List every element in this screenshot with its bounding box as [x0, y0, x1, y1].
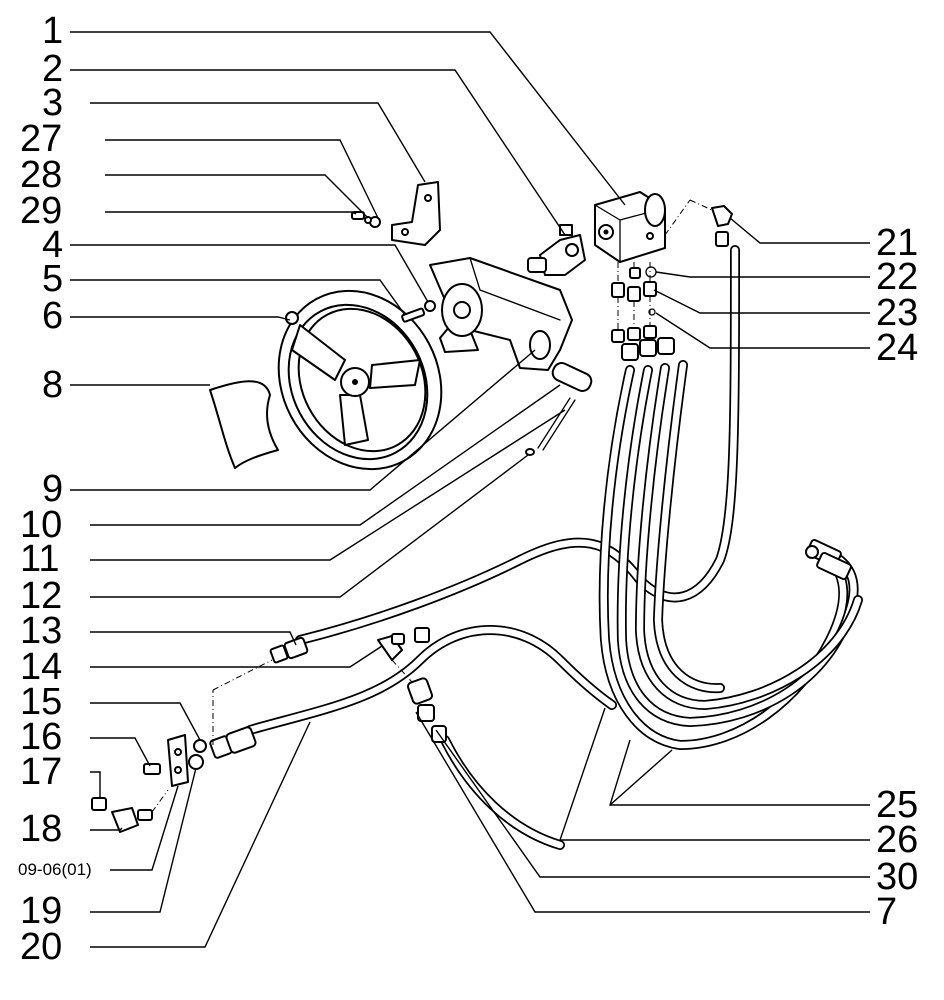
callout-30: 30	[876, 856, 919, 898]
callout-23: 23	[876, 292, 919, 334]
callout-ref-09-06-01: 09-06(01)	[18, 860, 92, 879]
lower-left-fittings	[91, 627, 447, 833]
elbow-fitting-21	[664, 199, 733, 247]
callout-27: 27	[20, 118, 63, 160]
callout-25: 25	[876, 784, 919, 826]
steering-wheel	[277, 289, 443, 471]
valve-fittings	[611, 262, 675, 361]
callout-14: 14	[20, 646, 63, 688]
column-support	[429, 257, 573, 371]
callout-3: 3	[42, 82, 64, 124]
callout-8: 8	[42, 364, 64, 406]
callout-13: 13	[20, 610, 63, 652]
callout-16: 16	[20, 716, 63, 758]
callout-29: 29	[20, 190, 63, 232]
callout-24: 24	[876, 327, 919, 369]
steering-shaft-unit	[527, 224, 586, 276]
callout-6: 6	[42, 295, 64, 337]
callout-26: 26	[876, 819, 919, 861]
callout-17: 17	[20, 751, 63, 793]
callout-18: 18	[20, 808, 63, 850]
callout-1: 1	[42, 10, 64, 52]
callout-9: 9	[42, 468, 64, 510]
callout-21: 21	[876, 222, 919, 264]
callout-7: 7	[876, 891, 898, 933]
callout-22: 22	[876, 256, 919, 298]
callout-5: 5	[42, 258, 64, 300]
callout-15: 15	[20, 681, 63, 723]
callout-11: 11	[20, 538, 60, 580]
bolt-5-washer-4	[401, 300, 436, 323]
horn-cap	[209, 380, 279, 469]
callout-2: 2	[42, 48, 64, 90]
callout-10: 10	[20, 504, 63, 546]
callout-20: 20	[20, 926, 63, 968]
upper-bracket	[391, 181, 441, 246]
steering-valve-block	[594, 191, 666, 263]
callout-4: 4	[42, 224, 64, 266]
callout-28: 28	[20, 154, 63, 196]
callout-12: 12	[20, 575, 63, 617]
callout-19: 19	[20, 890, 63, 932]
pins-10-11-12	[525, 362, 593, 456]
leader-lines	[70, 31, 870, 948]
